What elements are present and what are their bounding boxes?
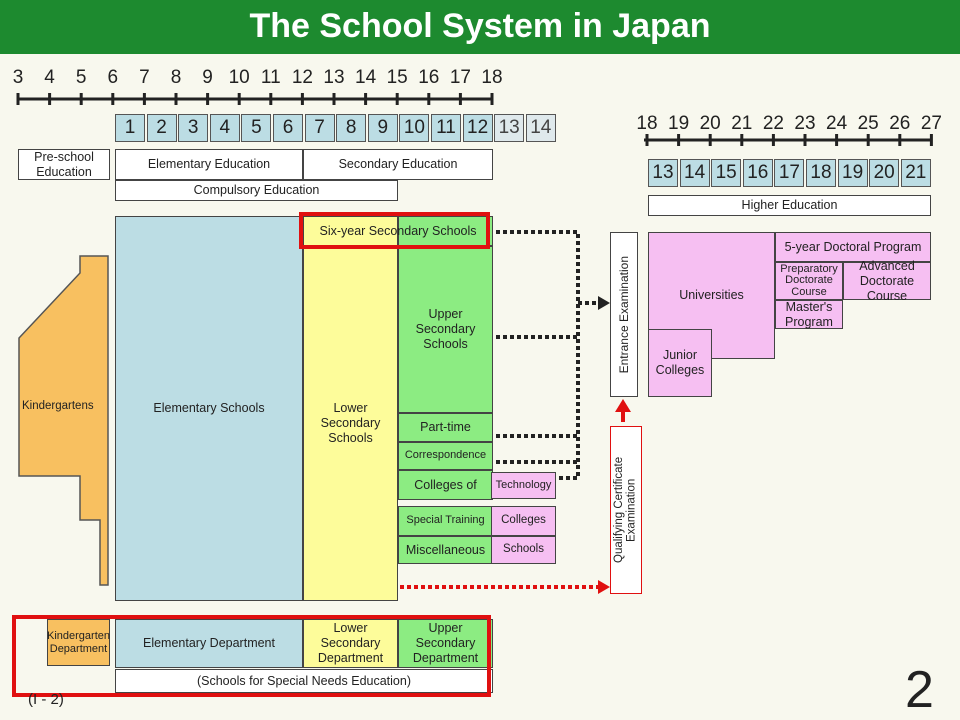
- six-year-highlight-frame: [299, 212, 490, 249]
- ageRight-label: 25: [857, 113, 879, 134]
- gradeLeft-cell: 8: [336, 114, 367, 142]
- special-needs-highlight-frame: [12, 615, 491, 697]
- ageRight-label: 18: [636, 113, 658, 134]
- ageLeft-label: 3: [12, 67, 24, 88]
- gradeRight-cell: 19: [837, 159, 868, 187]
- lower-secondary-department-box: Lower Secondary Department: [303, 619, 398, 668]
- ageLeft-label: 16: [418, 67, 440, 88]
- higher-education-box: Higher Education: [648, 195, 931, 216]
- schools-box: Schools: [491, 536, 556, 564]
- secondary-education-box: Secondary Education: [303, 149, 493, 180]
- ageLeft-label: 18: [481, 67, 503, 88]
- advanced-doctorate-box: Advanced Doctorate Course: [843, 259, 931, 303]
- masters-program-box: Master's Program: [775, 300, 843, 329]
- ageLeft-label: 11: [260, 67, 281, 88]
- ageRight-label: 22: [762, 113, 784, 134]
- gradeRight-cell: 13: [648, 159, 678, 187]
- doctoral-5yr-box: 5-year Doctoral Program: [775, 232, 931, 262]
- entrance-examination-box: Entrance Examination: [610, 232, 638, 397]
- page-title: The School System in Japan: [0, 0, 960, 54]
- upper-secondary-department-box: Upper Secondary Department: [398, 619, 493, 668]
- footnote-label: (I - 2): [28, 691, 64, 708]
- gradeRight-cell: 15: [711, 159, 742, 187]
- preparatory-doctorate-box: Preparatory Doctorate Course: [775, 262, 843, 300]
- gradeRight-cell: 14: [679, 159, 710, 187]
- ageRight-label: 21: [731, 113, 753, 134]
- gradeRight-cell: 18: [806, 159, 836, 187]
- ageLeft-label: 13: [323, 67, 345, 88]
- gradeLeft-cell: 5: [241, 114, 272, 142]
- ageRight-label: 27: [920, 113, 942, 134]
- elementary-education-box: Elementary Education: [115, 149, 303, 180]
- ageRight-label: 19: [668, 113, 690, 134]
- kindergarten-department-box: Kindergarten Department: [47, 619, 110, 666]
- ageLeft-label: 5: [75, 67, 87, 88]
- preschool-education-box: Pre-school Education: [18, 149, 110, 180]
- elementary-department-box: Elementary Department: [115, 619, 303, 668]
- ageRight-label: 24: [826, 113, 848, 134]
- gradeLeft-cell: 6: [273, 114, 303, 142]
- six-year-secondary-label: Six-year Secondary Schools: [319, 224, 477, 238]
- colleges-of-box: Colleges of: [398, 470, 493, 500]
- gradeLeft-cell: 12: [462, 114, 493, 142]
- part-time-box: Part-time: [398, 413, 493, 442]
- ageLeft-label: 14: [355, 67, 377, 88]
- gradeLeft-cell: 13: [494, 114, 525, 142]
- gradeLeft-cell: 10: [399, 114, 430, 142]
- special-needs-box: (Schools for Special Needs Education): [115, 669, 493, 693]
- gradeRight-cell: 17: [774, 159, 805, 187]
- upper-secondary-schools-box: Upper Secondary Schools: [398, 246, 493, 413]
- gradeRight-cell: 16: [742, 159, 773, 187]
- gradeRight-cell: 21: [900, 159, 931, 187]
- gradeLeft-cell: 11: [431, 114, 461, 142]
- gradeLeft-cell: 2: [146, 114, 177, 142]
- junior-colleges-box: Junior Colleges: [648, 329, 712, 397]
- miscellaneous-box: Miscellaneous: [398, 536, 493, 564]
- compulsory-education-box: Compulsory Education: [115, 180, 398, 201]
- gradeLeft-cell: 3: [178, 114, 209, 142]
- ageLeft-label: 9: [202, 67, 213, 88]
- elementary-schools-box: Elementary Schools: [115, 216, 303, 601]
- kindergartens-label: Kindergartens: [22, 400, 94, 412]
- gradeLeft-cell: 4: [209, 114, 240, 142]
- ageLeft-label: 15: [386, 67, 408, 88]
- technology-box: Technology: [491, 472, 556, 499]
- ageRight-label: 23: [794, 113, 816, 134]
- colleges-box: Colleges: [491, 506, 556, 536]
- gradeRight-cell: 20: [869, 159, 900, 187]
- ageLeft-label: 7: [139, 67, 150, 88]
- kindergartens-shape: [18, 255, 109, 586]
- lower-secondary-schools-box: Lower Secondary Schools: [303, 246, 398, 601]
- qualifying-certificate-examination-box: Qualifying Certificate Examination: [610, 426, 642, 594]
- ageRight-label: 26: [889, 113, 911, 134]
- ageLeft-label: 10: [228, 67, 250, 88]
- ageLeft-label: 8: [170, 67, 182, 88]
- gradeLeft-cell: 7: [304, 114, 335, 142]
- six-year-right-part: [398, 216, 493, 246]
- gradeLeft-cell: 14: [525, 114, 556, 142]
- ageLeft-label: 17: [449, 67, 471, 88]
- ageLeft-label: 6: [107, 67, 119, 88]
- special-training-box: Special Training: [398, 506, 493, 536]
- correspondence-box: Correspondence: [398, 442, 493, 470]
- ageLeft-label: 4: [44, 67, 55, 88]
- gradeLeft-cell: 1: [115, 114, 145, 142]
- ageLeft-label: 12: [291, 67, 313, 88]
- ageRight-label: 20: [699, 113, 721, 134]
- gradeLeft-cell: 9: [367, 114, 398, 142]
- page-number: 2: [905, 661, 934, 719]
